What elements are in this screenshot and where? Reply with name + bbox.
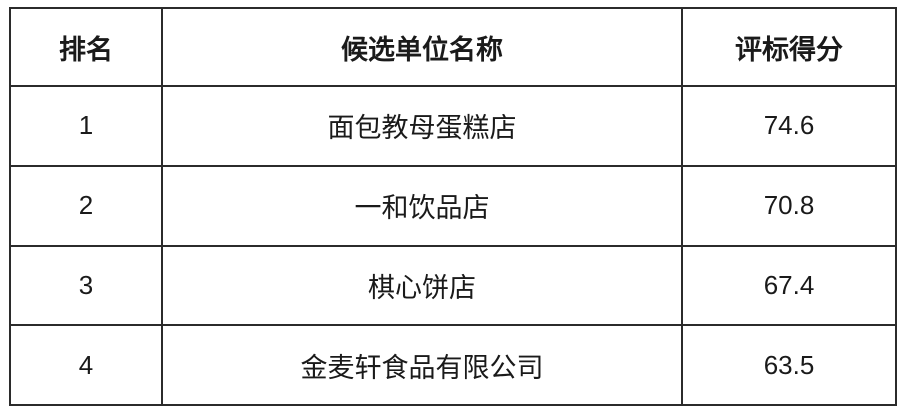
cell-candidate-name: 棋心饼店 (161, 244, 683, 327)
cell-rank: 1 (9, 85, 163, 167)
header-score: 评标得分 (681, 7, 897, 87)
table-row: 3 棋心饼店 67.4 (9, 244, 897, 327)
cell-candidate-name: 一和饮品店 (161, 164, 683, 247)
cell-rank: 2 (9, 164, 163, 247)
header-candidate-name: 候选单位名称 (161, 7, 683, 87)
table-row: 1 面包教母蛋糕店 74.6 (9, 85, 897, 167)
table-header: 排名 候选单位名称 评标得分 (9, 7, 897, 87)
cell-rank: 4 (9, 324, 163, 406)
table-body: 1 面包教母蛋糕店 74.6 2 一和饮品店 70.8 3 棋心饼店 67.4 … (9, 85, 897, 406)
cell-rank: 3 (9, 244, 163, 327)
cell-score: 70.8 (681, 164, 897, 247)
table-row: 4 金麦轩食品有限公司 63.5 (9, 324, 897, 406)
cell-score: 63.5 (681, 324, 897, 406)
cell-candidate-name: 金麦轩食品有限公司 (161, 324, 683, 406)
header-rank: 排名 (9, 7, 163, 87)
table-row: 2 一和饮品店 70.8 (9, 164, 897, 247)
cell-candidate-name: 面包教母蛋糕店 (161, 85, 683, 167)
ranking-table: 排名 候选单位名称 评标得分 1 面包教母蛋糕店 74.6 2 一和饮品店 70… (9, 7, 897, 406)
header-row: 排名 候选单位名称 评标得分 (9, 7, 897, 87)
cell-score: 67.4 (681, 244, 897, 327)
ranking-table-container: 排名 候选单位名称 评标得分 1 面包教母蛋糕店 74.6 2 一和饮品店 70… (9, 7, 897, 406)
cell-score: 74.6 (681, 85, 897, 167)
